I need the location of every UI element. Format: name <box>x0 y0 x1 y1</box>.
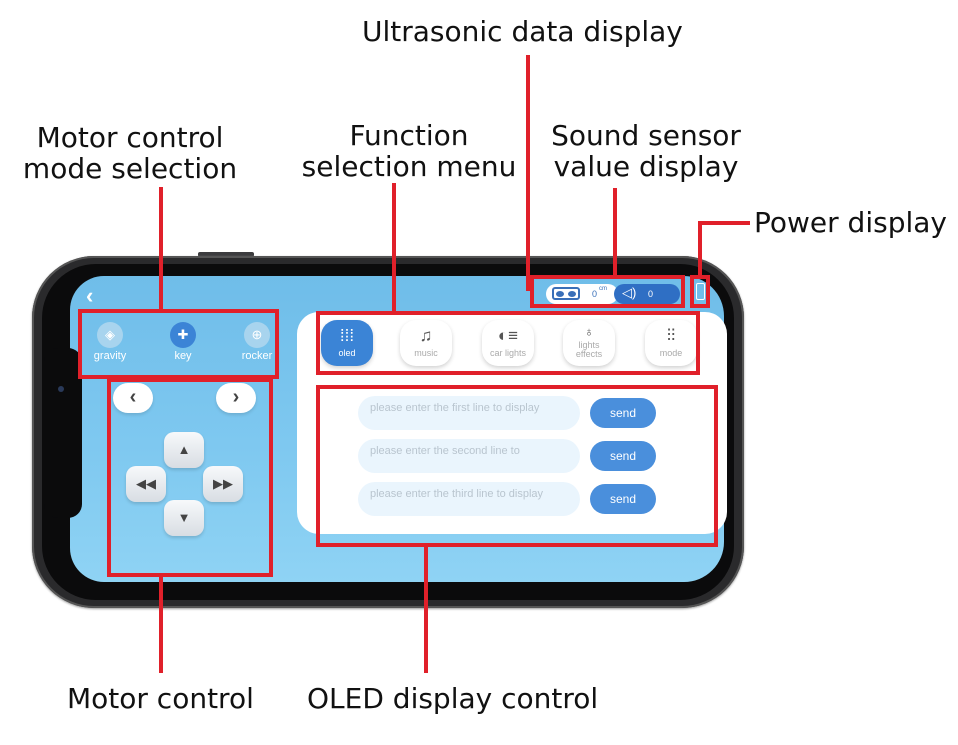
mode-rocker[interactable]: ⊕ rocker <box>232 322 282 362</box>
function-lights-effects[interactable]: ♁ lights effects <box>563 320 615 366</box>
front-camera-icon <box>58 386 64 392</box>
backward-button[interactable]: ▼ <box>164 500 204 536</box>
callout-function-line2: selection menu <box>301 150 517 183</box>
oled-line-1-send-button[interactable]: send <box>590 398 656 428</box>
function-mode-label: mode <box>659 348 683 358</box>
callout-motor-control: Motor control <box>67 682 254 715</box>
speaker-icon: ◁) <box>622 285 637 300</box>
callout-function-menu: Function selection menu <box>300 120 518 182</box>
leader-mode-selection <box>159 187 163 310</box>
oled-line-1-input[interactable]: please enter the first line to display <box>358 396 580 430</box>
leader-power-horizontal <box>698 221 750 225</box>
headlight-icon: ◐≡ <box>497 326 519 345</box>
mode-rocker-label: rocker <box>241 350 273 362</box>
annotation-box-motor-control <box>107 378 273 577</box>
left-button[interactable]: ◀◀ <box>126 466 166 502</box>
callout-function-line1: Function <box>349 119 469 152</box>
function-music[interactable]: ♫ music <box>400 320 452 366</box>
bulb-icon: ♁ <box>584 324 594 339</box>
function-mode[interactable]: ⫶⫶ mode <box>645 320 697 366</box>
leader-motor-control <box>159 575 163 673</box>
prev-button[interactable]: ‹ <box>113 383 153 413</box>
function-car-lights-label: car lights <box>489 348 526 358</box>
function-oled-label: oled <box>338 348 356 358</box>
oled-line-3-input[interactable]: please enter the third line to display <box>358 482 580 516</box>
annotation-box-oled <box>316 385 718 547</box>
gamepad-icon: ⊕ <box>244 322 270 348</box>
function-oled[interactable]: ⁞⁞⁞ oled <box>321 320 373 366</box>
function-music-label: music <box>414 348 438 358</box>
phone-volume-button-top <box>198 252 254 257</box>
ultrasonic-value: 0 <box>592 289 598 299</box>
callout-motor-mode-line2: mode selection <box>22 152 238 185</box>
sound-value: 0 <box>648 289 654 299</box>
back-icon[interactable]: ‹ <box>86 283 94 308</box>
next-button[interactable]: › <box>216 383 256 413</box>
mode-gravity[interactable]: ◈ gravity <box>85 322 135 362</box>
callout-sound-line2: value display <box>553 150 739 183</box>
leader-ultrasonic <box>526 55 530 291</box>
leader-sound <box>613 188 617 277</box>
sliders-icon: ⫶⫶ <box>666 326 676 345</box>
callout-sound: Sound sensor value display <box>548 120 744 182</box>
oled-line-3-send-button[interactable]: send <box>590 484 656 514</box>
oled-line-2-send-button[interactable]: send <box>590 441 656 471</box>
callout-motor-mode: Motor control mode selection <box>22 122 238 184</box>
music-note-icon: ♫ <box>419 326 433 345</box>
callout-sound-line1: Sound sensor <box>551 119 741 152</box>
annotation-box-status <box>530 275 685 308</box>
annotation-box-mode-selection <box>78 309 279 379</box>
grid-icon: ⁞⁞⁞ <box>339 326 355 345</box>
dpad-icon: ✚ <box>170 322 196 348</box>
annotation-box-power <box>690 275 710 308</box>
sound-pill <box>614 284 680 304</box>
leader-function-menu <box>392 183 396 313</box>
function-car-lights[interactable]: ◐≡ car lights <box>482 320 534 366</box>
callout-motor-mode-line1: Motor control <box>36 121 224 154</box>
mode-key[interactable]: ✚ key <box>158 322 208 362</box>
callout-oled-control: OLED display control <box>307 682 599 715</box>
callout-power: Power display <box>754 206 947 239</box>
leader-oled <box>424 545 428 673</box>
ultrasonic-unit: cm <box>599 286 607 292</box>
right-button[interactable]: ▶▶ <box>203 466 243 502</box>
mode-key-label: key <box>174 350 192 362</box>
function-lights-effects-label: lights effects <box>575 340 603 359</box>
ultrasonic-sensor-icon <box>552 287 580 300</box>
oled-line-2-input[interactable]: please enter the second line to <box>358 439 580 473</box>
forward-button[interactable]: ▲ <box>164 432 204 468</box>
battery-icon <box>696 283 705 300</box>
annotation-box-function-menu <box>316 311 700 375</box>
leader-power-vertical <box>698 221 702 277</box>
gravity-icon: ◈ <box>97 322 123 348</box>
callout-ultrasonic: Ultrasonic data display <box>362 15 683 48</box>
mode-gravity-label: gravity <box>93 350 127 362</box>
phone-notch <box>44 348 82 518</box>
